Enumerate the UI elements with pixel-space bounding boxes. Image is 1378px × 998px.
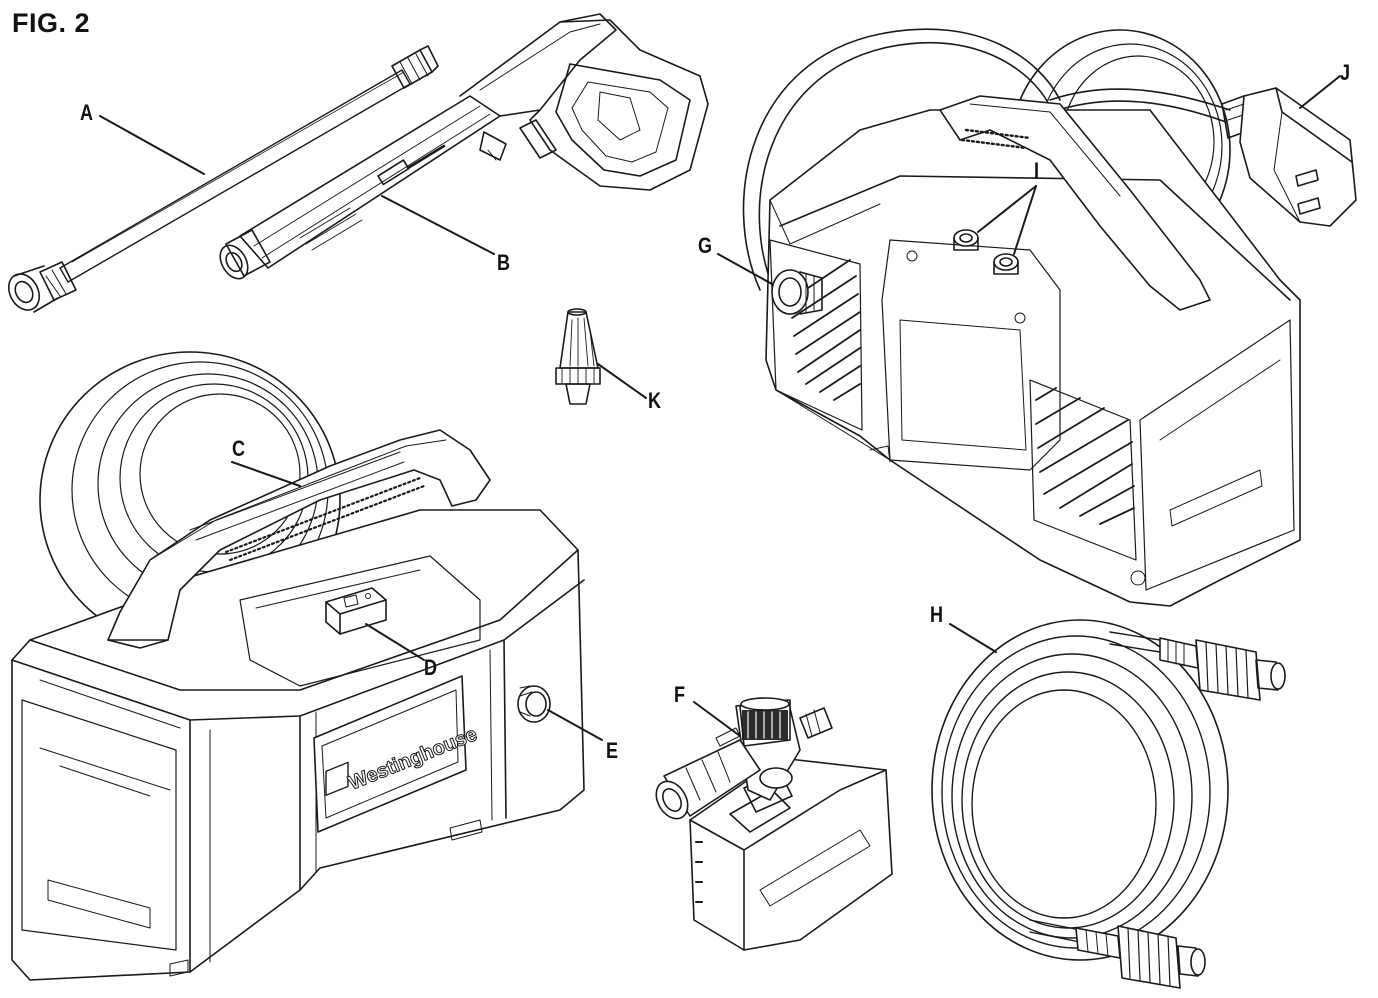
callout-f-label: F [674,682,686,707]
callout-d-label: D [424,655,438,680]
leader-j [1299,75,1341,109]
water-inlet-g [771,269,823,315]
leader-i-2 [1013,185,1037,255]
turbo-nozzle-k [555,308,601,405]
leader-c [231,461,301,487]
leader-g [717,253,773,285]
leader-b [381,195,495,255]
callout-k-label: K [648,388,662,413]
lance-wand-a [7,45,439,313]
leader-d [365,623,425,661]
figure-title: FIG. 2 [12,8,91,38]
callout-h-label: H [930,602,944,627]
foam-cannon-f [655,697,893,951]
callout-j-label: J [1340,60,1351,85]
inlet-ports-i [953,229,1019,275]
leader-k [597,363,647,399]
pressure-washer-front-view: Westinghouse [11,351,585,981]
callout-i-label: I [1034,158,1040,183]
high-pressure-hose-h [931,619,1286,989]
callout-b-label: B [497,250,511,275]
power-plug-j [1221,87,1357,227]
leader-a [99,115,205,175]
leader-h [949,623,997,653]
callout-e-label: E [606,738,619,763]
power-switch-d [325,587,387,635]
water-outlet-e [517,685,551,723]
callout-c-label: C [232,436,246,461]
carry-handle-c [107,429,491,649]
leader-f [693,701,741,737]
leader-e [547,709,603,741]
callout-a-label: A [80,100,94,125]
callout-g-label: G [698,233,713,258]
pressure-washer-rear-view [742,28,1301,607]
brand-plate: Westinghouse [313,675,481,833]
spray-gun-b [219,13,709,280]
vent-hatching-right [1035,387,1135,525]
carry-handle-rear [939,95,1211,311]
leader-i-1 [977,185,1037,233]
